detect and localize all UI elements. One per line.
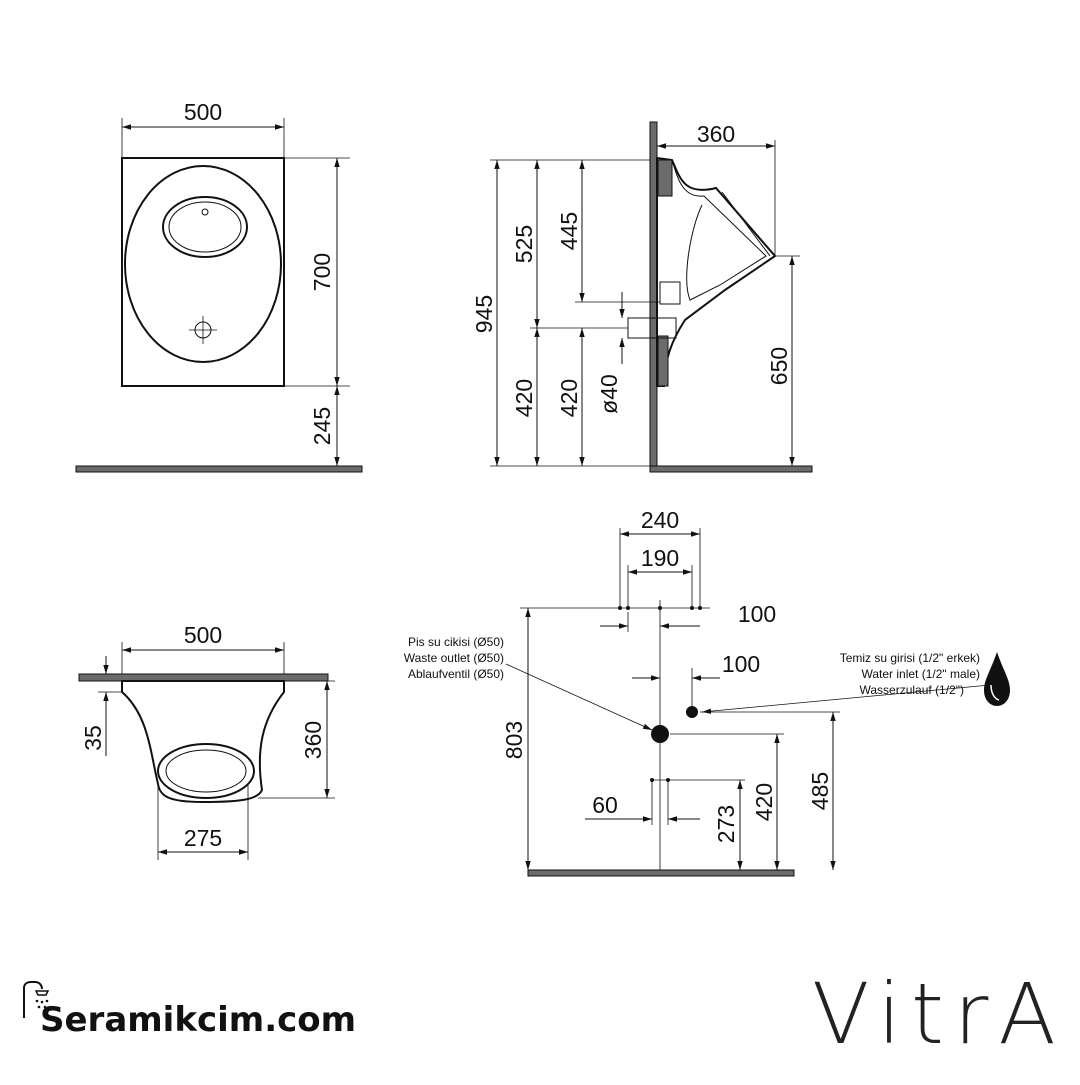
waste-outlet-label-en: Waste outlet (Ø50): [404, 651, 504, 665]
top-view: 500 35 360 275: [78, 622, 335, 860]
brand-logo: VitrA: [812, 965, 1066, 1063]
shower-icon: [23, 981, 50, 1018]
label-side-outlet-dia: ø40: [596, 374, 622, 414]
urinal-side-profile: [656, 156, 777, 387]
label-top-depth: 360: [300, 721, 326, 759]
label-273: 273: [713, 805, 739, 843]
front-spreader: [162, 196, 248, 258]
wall-side: [649, 121, 658, 473]
waste-outlet-point: [651, 725, 669, 743]
connections-view: 803 240 190 100 100: [404, 507, 1010, 877]
site-name: Seramikcim.com: [40, 1000, 357, 1040]
floor-front: [75, 465, 363, 473]
urinal-top-outline: [121, 680, 285, 804]
label-side-depth: 360: [697, 121, 735, 147]
water-inlet-label-de: Wasserzulauf (1/2"): [859, 683, 964, 697]
wall-top: [78, 673, 329, 682]
label-803: 803: [501, 721, 527, 759]
water-drop-icon: [984, 652, 1010, 706]
label-side-420-left: 420: [511, 379, 537, 417]
label-side-445: 445: [556, 212, 582, 250]
waste-outlet-label-tr: Pis su cikisi (Ø50): [408, 635, 504, 649]
label-240: 240: [641, 507, 679, 533]
waste-outlet-label-de: Ablaufventil (Ø50): [408, 667, 504, 681]
water-inlet-point: [686, 706, 698, 718]
label-side-rim-height: 650: [766, 347, 792, 385]
leader-waste: [505, 663, 653, 731]
label-100-mid: 100: [722, 651, 760, 677]
front-view: 500 700 245: [75, 99, 363, 473]
inlet-hole: [201, 208, 209, 216]
front-bowl-outline: [124, 165, 282, 363]
label-100-top: 100: [738, 601, 776, 627]
label-485: 485: [807, 772, 833, 810]
label-side-525: 525: [511, 225, 537, 263]
label-side-420-right: 420: [556, 379, 582, 417]
side-view: 360 945 525 420 445 420 ø40 650: [471, 121, 813, 473]
label-top-width: 500: [184, 622, 222, 648]
label-60: 60: [592, 792, 618, 818]
floor-connections: [527, 869, 795, 877]
front-panel-outline: [121, 157, 285, 387]
label-front-floor: 245: [309, 407, 335, 445]
leader-water: [701, 684, 991, 714]
label-190: 190: [641, 545, 679, 571]
label-front-height: 700: [309, 253, 335, 291]
label-420: 420: [751, 783, 777, 821]
water-inlet-label-tr: Temiz su girisi (1/2" erkek): [840, 651, 980, 665]
label-top-bowl: 275: [184, 825, 222, 851]
label-front-width: 500: [184, 99, 222, 125]
floor-side: [649, 465, 813, 473]
inlet-pipe-side: [659, 281, 681, 305]
label-top-wall: 35: [80, 725, 106, 751]
label-side-overall: 945: [471, 295, 497, 333]
water-inlet-label-en: Water inlet (1/2" male): [861, 667, 980, 681]
top-bowl-opening: [157, 743, 255, 799]
